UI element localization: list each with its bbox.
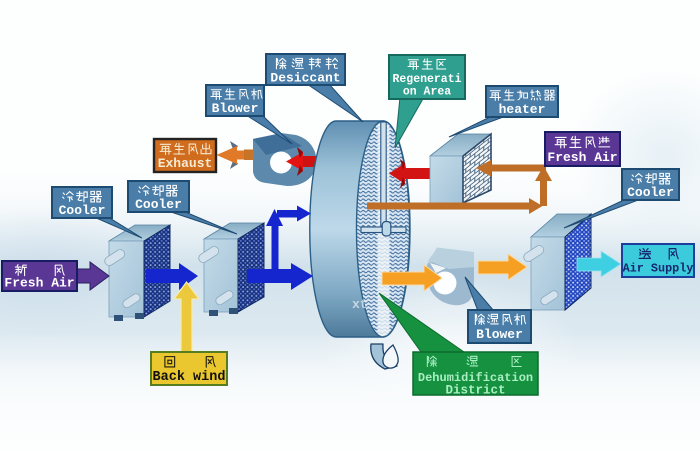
svg-text:Desiccant: Desiccant — [270, 71, 340, 86]
svg-text:on Area: on Area — [403, 86, 451, 99]
svg-text:Exhaust: Exhaust — [158, 156, 213, 171]
svg-text:Back wind: Back wind — [153, 370, 226, 385]
svg-text:Blower: Blower — [212, 101, 259, 116]
svg-text:Regenerati: Regenerati — [392, 73, 461, 86]
svg-text:Fresh Air: Fresh Air — [547, 150, 617, 165]
svg-text:Blower: Blower — [476, 327, 523, 342]
svg-text:Cooler: Cooler — [59, 203, 106, 218]
svg-text:heater: heater — [499, 102, 546, 117]
svg-text:Fresh Air: Fresh Air — [4, 276, 74, 291]
svg-text:District: District — [445, 384, 505, 398]
svg-text:Cooler: Cooler — [135, 197, 182, 212]
svg-text:Air Supply: Air Supply — [623, 262, 694, 276]
svg-text:Cooler: Cooler — [627, 185, 674, 200]
svg-text:Dehumidification: Dehumidification — [418, 371, 533, 385]
svg-text:xt: xt — [352, 297, 368, 312]
